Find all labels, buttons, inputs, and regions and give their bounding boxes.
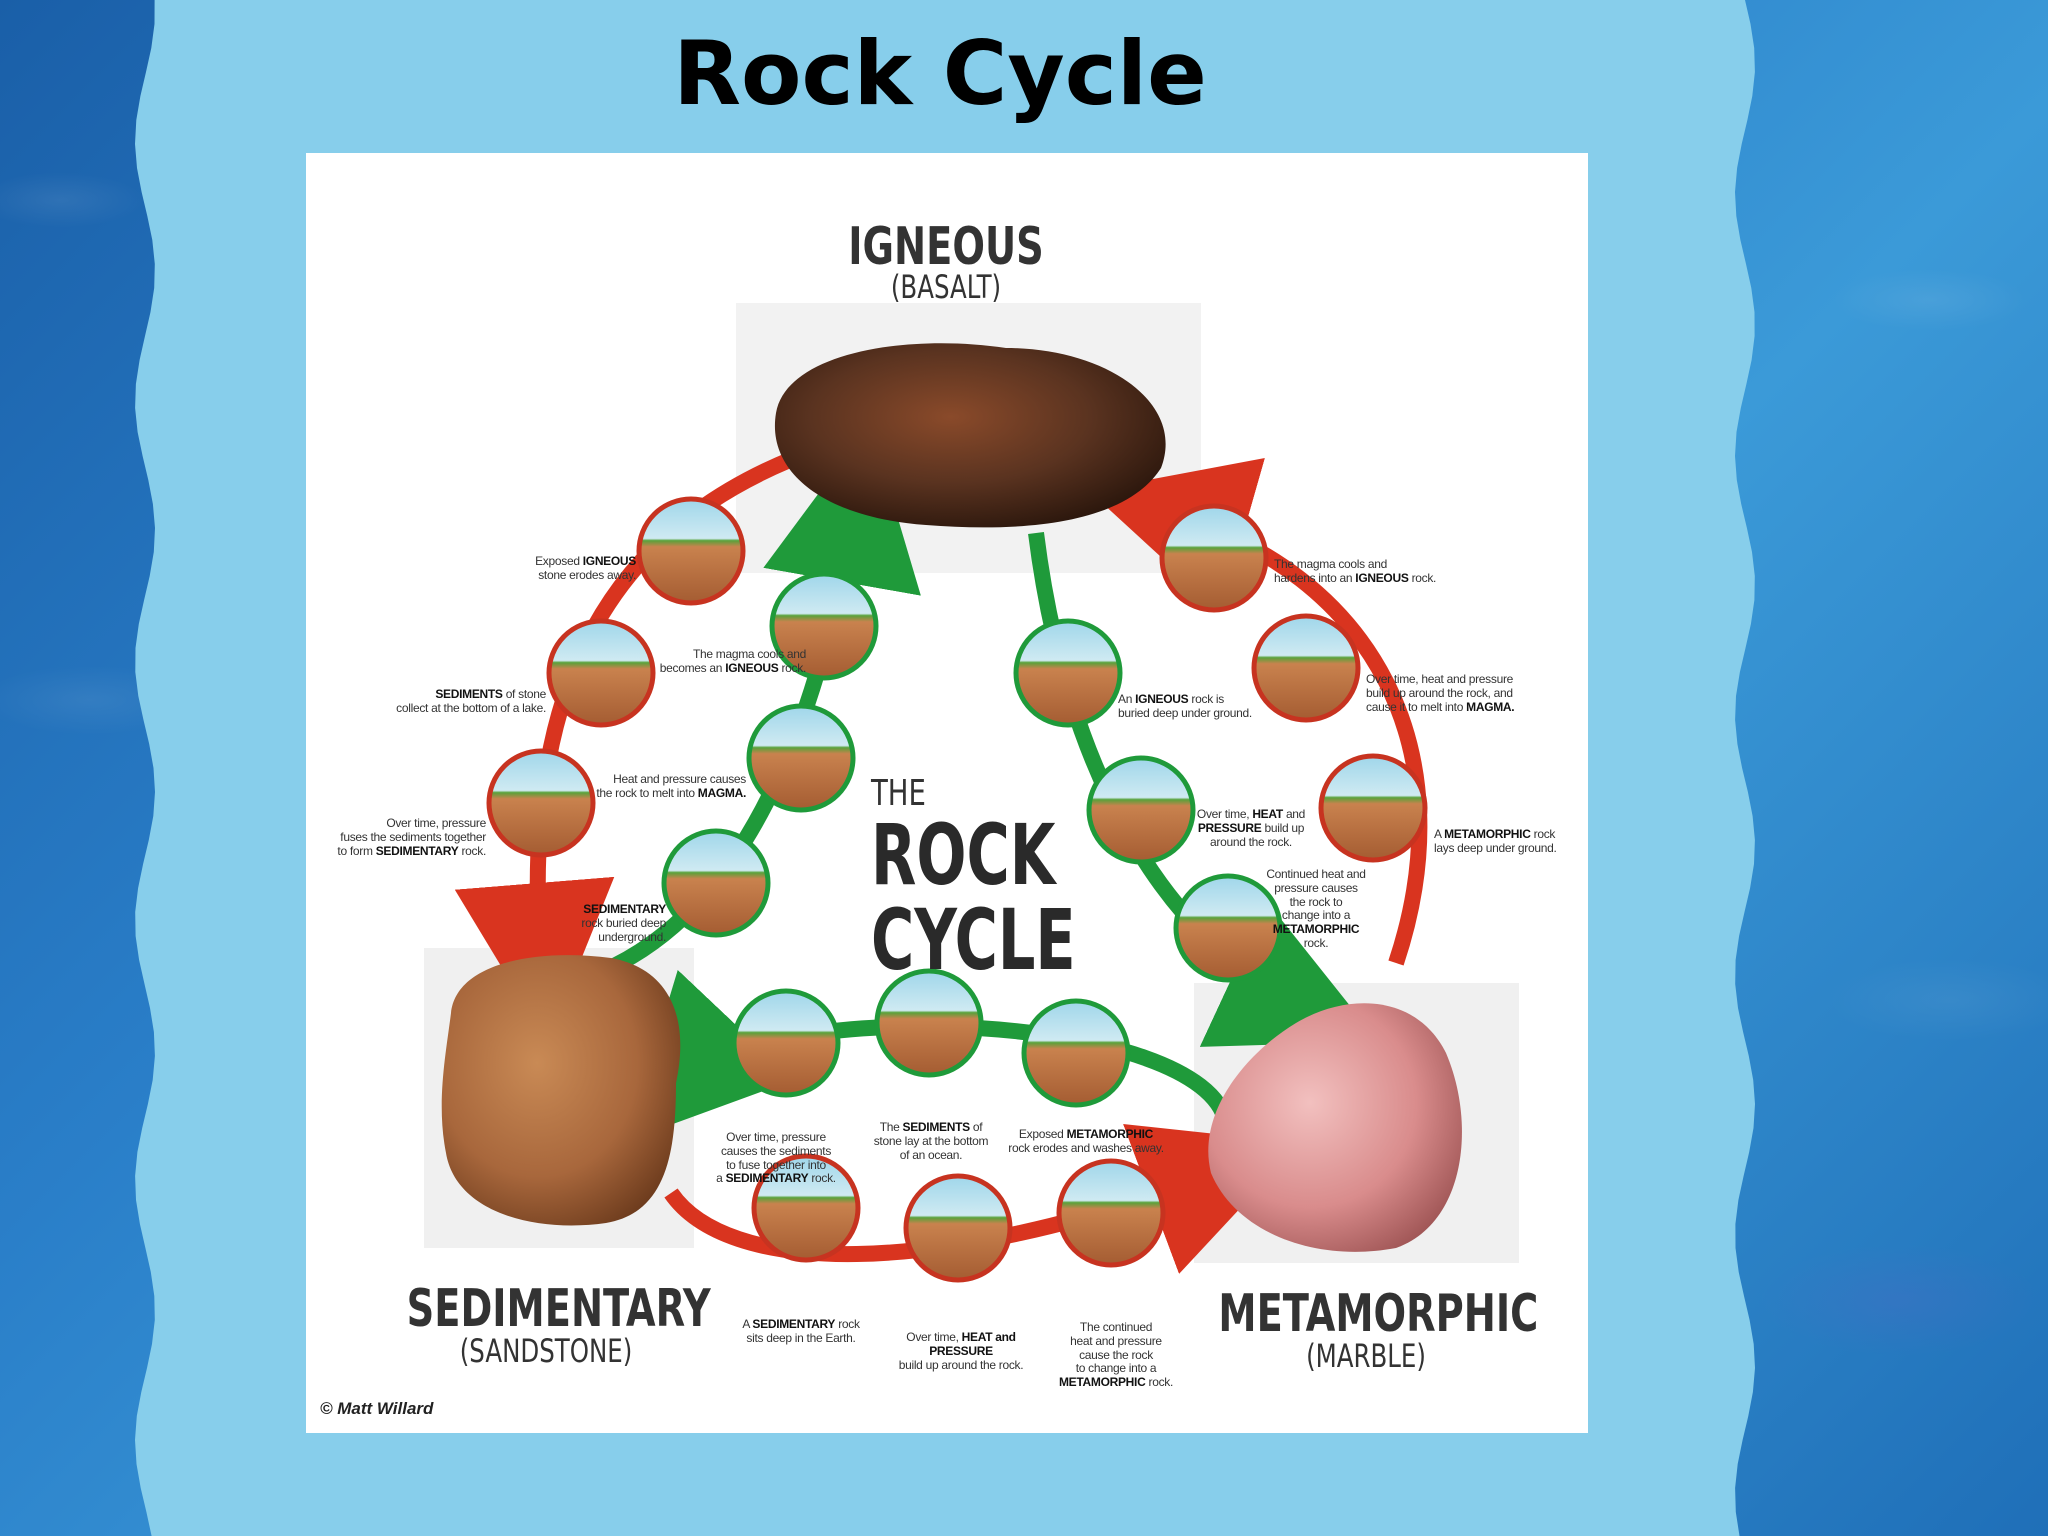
sedimentary-example: (SANDSTONE) [459, 1332, 633, 1370]
stage-inset-circles [486, 496, 1428, 1283]
center-label-cycle: CYCLE [871, 891, 1076, 989]
inset-heat-melt-right [1251, 613, 1361, 723]
sedimentary-sandstone-rock [441, 955, 681, 1226]
inset-magma-cools-right [1159, 503, 1269, 613]
metamorphic-marble-rock [1208, 1003, 1462, 1252]
inset-lake-sediments [546, 618, 656, 728]
metamorphic-example: (MARBLE) [1306, 1337, 1426, 1375]
inset-sediments-ocean [874, 968, 984, 1078]
inset-pressure-fuses [486, 748, 596, 858]
sedimentary-label: SEDIMENTARY [406, 1279, 711, 1339]
inset-igneous-buried [1013, 618, 1123, 728]
center-label-the: THE [871, 773, 926, 814]
inset-igneous-erodes [636, 496, 746, 606]
credit-text: © Matt Willard [320, 1399, 434, 1418]
inset-continued-heat [1173, 873, 1283, 983]
inset-magma-cools-left [769, 571, 879, 681]
inset-heat-pressure-bottom [903, 1173, 1013, 1283]
diagram-artwork [424, 303, 1519, 1283]
inset-pressure-sed-bottom [731, 988, 841, 1098]
rock-cycle-diagram: IGNEOUS (BASALT) SEDIMENTARY (SANDSTONE)… [306, 153, 1588, 1433]
inset-meta-erodes [1021, 998, 1131, 1108]
igneous-basalt-rock [774, 343, 1166, 528]
inset-sed-deep [751, 1153, 861, 1263]
metamorphic-label: METAMORPHIC [1218, 1284, 1539, 1344]
inset-heat-melt-left [746, 703, 856, 813]
inset-heat-pressure-right [1086, 755, 1196, 865]
inset-metamorphic-deep [1318, 753, 1428, 863]
inset-continued-bottom [1056, 1158, 1166, 1268]
igneous-label: IGNEOUS [848, 217, 1044, 277]
inset-sedimentary-buried [661, 828, 771, 938]
center-label-rock: ROCK [871, 806, 1056, 904]
slide-title: Rock Cycle [673, 22, 1207, 125]
igneous-example: (BASALT) [890, 268, 1002, 306]
